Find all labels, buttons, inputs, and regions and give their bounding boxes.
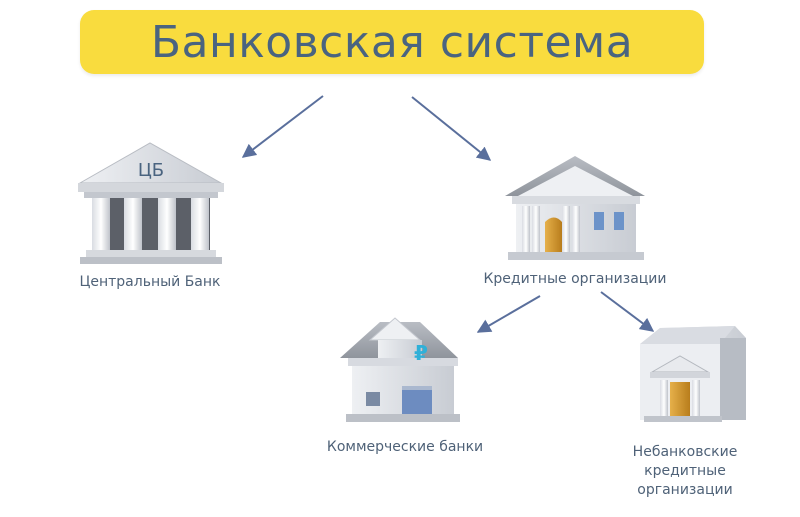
credit-orgs-label: Кредитные организации (483, 271, 667, 287)
central-bank-pediment-text: ЦБ (138, 160, 164, 181)
credit-orgs-building-icon (505, 156, 645, 260)
arrow-to-commercial-banks (476, 295, 541, 333)
ruble-sign-icon: ₽ (414, 341, 428, 365)
nonbank-building-icon (640, 326, 746, 422)
arrow-to-credit-orgs (411, 96, 492, 161)
central-bank-label: Центральный Банк (79, 274, 221, 290)
arrow-to-central-bank (241, 95, 324, 158)
commercial-bank-building-icon: ₽ (340, 317, 460, 422)
diagram-title: Банковская система (150, 16, 634, 68)
commercial-banks-label: Коммерческие банки (326, 439, 484, 455)
nonbank-label: Небанковские кредитные организации (632, 444, 738, 498)
arrow-to-nonbank (600, 291, 655, 332)
title-banner: Банковская система (80, 10, 704, 74)
central-bank-building-icon: ЦБ (78, 142, 224, 264)
